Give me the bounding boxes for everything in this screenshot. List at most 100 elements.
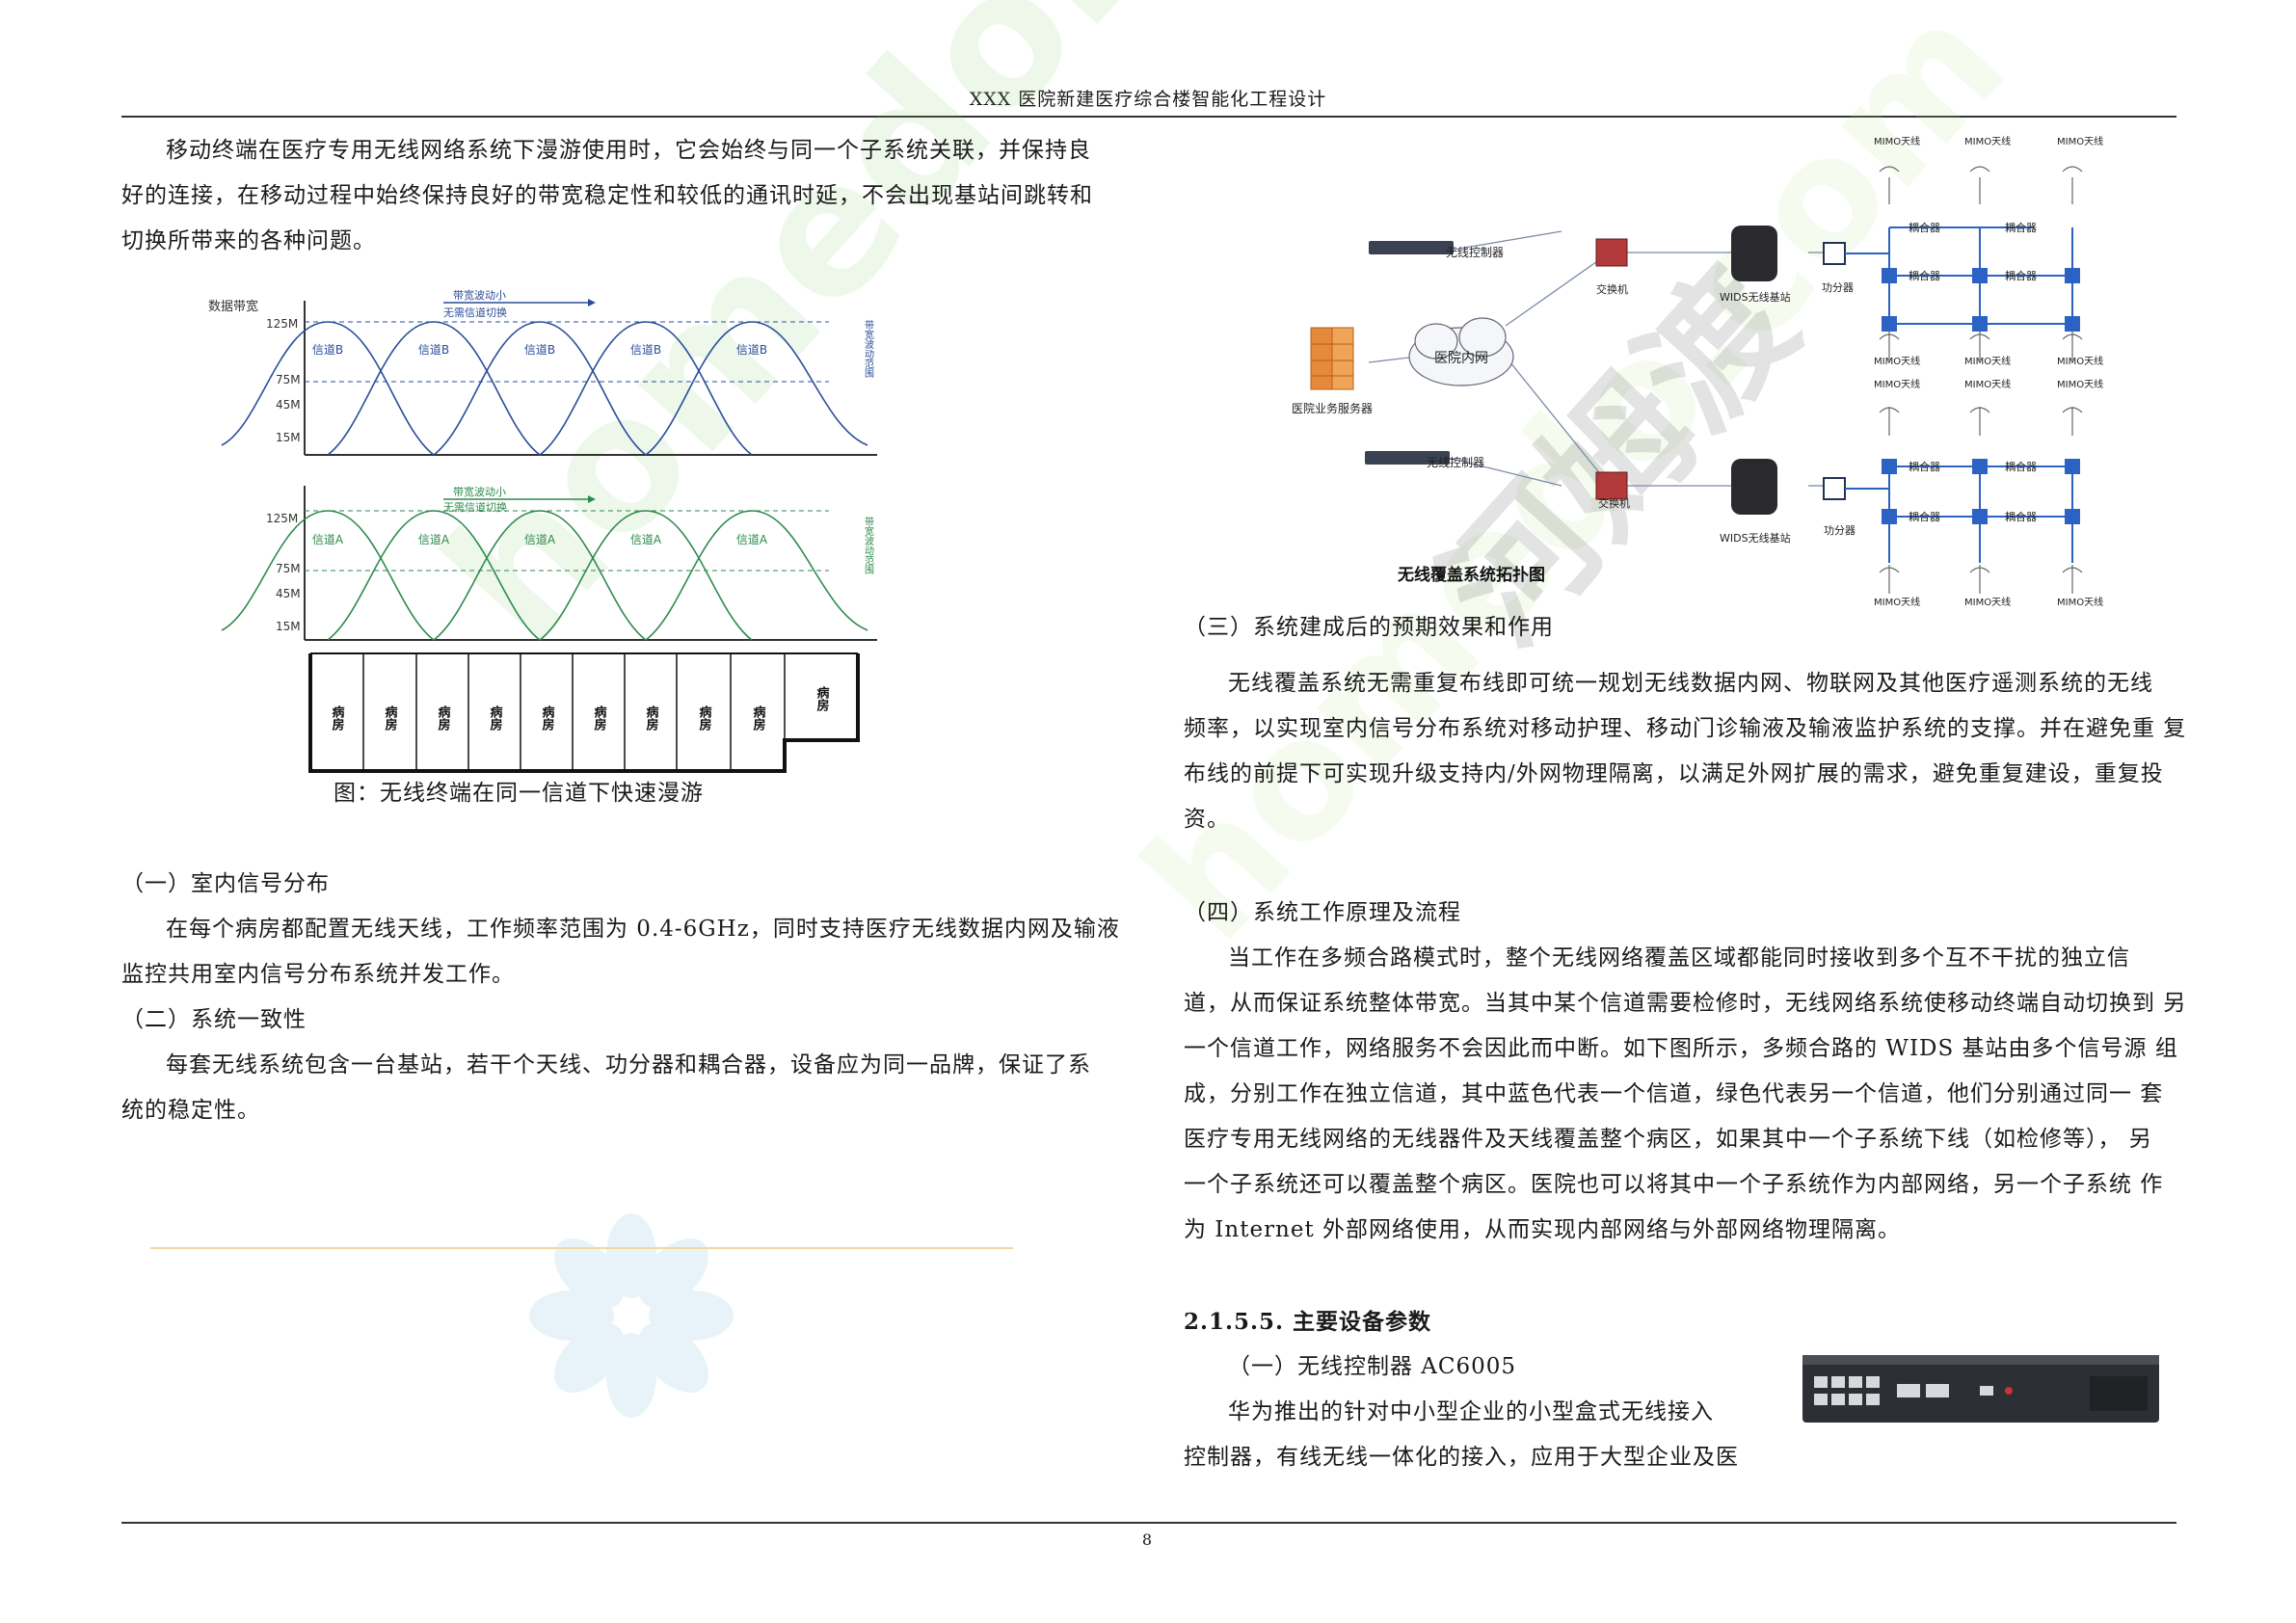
controller-label: 无线控制器 bbox=[1446, 246, 1504, 259]
topology-links bbox=[1368, 230, 1824, 487]
antenna-label: MIMO天线 bbox=[1964, 596, 2011, 608]
section-4-line-6: 一个子系统还可以覆盖整个病区。医院也可以将其中一个子系统作为内部网络，另一个子系… bbox=[1184, 1172, 2164, 1197]
coupler-label: 耦合器 bbox=[2005, 221, 2037, 234]
channel-a-curves bbox=[221, 510, 868, 641]
section-1-line-2: 监控共用室内信号分布系统并发工作。 bbox=[121, 962, 515, 987]
section-3-line-2: 频率，以实现室内信号分布系统对移动护理、移动门诊输液及输液监护系统的支撑。并在避… bbox=[1184, 716, 2187, 741]
switch-label: 交换机 bbox=[1598, 496, 1630, 510]
antenna-label: MIMO天线 bbox=[2057, 355, 2103, 367]
section-1-line-1: 在每个病房都配置无线天线，工作频率范围为 0.4-6GHz，同时支持医疗无线数据… bbox=[166, 917, 1120, 942]
watermark-flower-icon bbox=[529, 1213, 734, 1418]
antenna-label: MIMO天线 bbox=[1964, 135, 2011, 147]
antenna-label: MIMO天线 bbox=[1874, 596, 1920, 608]
antenna-label: MIMO天线 bbox=[2057, 378, 2103, 390]
tick-75m: 75M bbox=[276, 373, 301, 386]
top-note-switch-b: 无需信道切换 bbox=[443, 500, 507, 514]
top-note-bandwidth-b: 带宽波动小 bbox=[453, 485, 506, 498]
room-label: 病房 bbox=[644, 705, 659, 732]
section-3-title: （三）系统建成后的预期效果和作用 bbox=[1184, 615, 1554, 640]
ac6005-device-image bbox=[1802, 1355, 2159, 1423]
room-label: 病房 bbox=[488, 705, 503, 732]
section-5-heading: 2.1.5.5. 主要设备参数 bbox=[1184, 1309, 1432, 1335]
section-4-line-3: 一个信道工作，网络服务不会因此而中断。如下图所示，多频合路的 WIDS 基站由多… bbox=[1184, 1036, 2178, 1061]
section-4-line-2: 道，从而保证系统整体带宽。当其中某个信道需要检修时，无线网络系统使移动终端自动切… bbox=[1184, 991, 2187, 1016]
splitter-icon bbox=[1823, 477, 1846, 500]
room-label: 病房 bbox=[592, 705, 607, 732]
section-5-subtitle: （一）无线控制器 AC6005 bbox=[1228, 1354, 1517, 1379]
room-label: 病房 bbox=[697, 705, 712, 732]
intro-line-3: 切换所带来的各种问题。 bbox=[121, 228, 376, 253]
channel-b-label: 信道B bbox=[524, 343, 555, 357]
antenna-label: MIMO天线 bbox=[1964, 378, 2011, 390]
coupler-label: 耦合器 bbox=[1909, 460, 1940, 473]
antenna-icons bbox=[1879, 166, 2083, 594]
antenna-label: MIMO天线 bbox=[2057, 596, 2103, 608]
coupler-label: 耦合器 bbox=[1909, 269, 1940, 282]
controller-label: 无线控制器 bbox=[1427, 456, 1484, 469]
section-2-title: （二）系统一致性 bbox=[121, 1007, 307, 1032]
controller-device bbox=[1365, 451, 1450, 465]
topology-title: 无线覆盖系统拓扑图 bbox=[1397, 565, 1545, 585]
splitter-icon bbox=[1823, 242, 1846, 265]
intro-line-1: 移动终端在医疗专用无线网络系统下漫游使用时，它会始终与同一个子系统关联，并保持良 bbox=[166, 138, 1091, 163]
intranet-label: 医院内网 bbox=[1434, 351, 1488, 366]
topology-diagram: 无线控制器 医院内网 医院业务服务器 无线控制器 交换机 交换机 WIDS无线基… bbox=[1292, 135, 2103, 608]
antenna-label: MIMO天线 bbox=[1964, 355, 2011, 367]
coupler-label: 耦合器 bbox=[2005, 460, 2037, 473]
antenna-label: MIMO天线 bbox=[2057, 135, 2103, 147]
room-label: 病房 bbox=[436, 705, 451, 732]
section-5-line-2: 控制器，有线无线一体化的接入，应用于大型企业及医 bbox=[1184, 1445, 1739, 1470]
channel-b-label: 信道B bbox=[736, 343, 767, 357]
tick-75m-b: 75M bbox=[276, 562, 301, 575]
page-header: XXX 医院新建医疗综合楼智能化工程设计 bbox=[969, 89, 1327, 110]
figure-caption: 图：无线终端在同一信道下快速漫游 bbox=[334, 781, 704, 806]
channel-a-label: 信道A bbox=[312, 533, 344, 546]
switch-icon bbox=[1595, 238, 1628, 267]
base-station-icon bbox=[1731, 226, 1777, 281]
channel-b-label: 信道B bbox=[630, 343, 661, 357]
switch-label: 交换机 bbox=[1596, 282, 1628, 296]
channel-a-label: 信道A bbox=[524, 533, 556, 546]
decorative-rule bbox=[150, 1247, 1013, 1249]
splitter-label: 功分器 bbox=[1824, 524, 1855, 537]
section-4-title: （四）系统工作原理及流程 bbox=[1184, 900, 1461, 925]
section-4-line-7: 为 Internet 外部网络使用，从而实现内部网络与外部网络物理隔离。 bbox=[1184, 1217, 1902, 1242]
top-note-bandwidth: 带宽波动小 bbox=[453, 288, 506, 302]
intranet-cloud-icon bbox=[1408, 317, 1514, 386]
ward-floorplan bbox=[308, 652, 860, 773]
tick-15m-b: 15M bbox=[276, 620, 301, 633]
coupler-label: 耦合器 bbox=[1909, 221, 1940, 234]
section-1-title: （一）室内信号分布 bbox=[121, 871, 330, 896]
section-5-line-1: 华为推出的针对中小型企业的小型盒式无线接入 bbox=[1228, 1399, 1714, 1424]
section-4-line-1: 当工作在多频合路模式时，整个无线网络覆盖区域都能同时接收到多个互不干扰的独立信 bbox=[1228, 945, 2130, 971]
antenna-label: MIMO天线 bbox=[1874, 135, 1920, 147]
channel-a-label: 信道A bbox=[736, 533, 768, 546]
coupler-label: 耦合器 bbox=[2005, 510, 2037, 523]
coupler-label: 耦合器 bbox=[1909, 510, 1940, 523]
tick-125m-b: 125M bbox=[266, 512, 298, 525]
tick-15m: 15M bbox=[276, 431, 301, 444]
section-2-line-2: 统的稳定性。 bbox=[121, 1098, 260, 1123]
base-station-icon bbox=[1731, 459, 1777, 515]
side-note-range-b: 带宽波动范围 bbox=[863, 517, 874, 575]
room-label: 病房 bbox=[383, 705, 398, 732]
section-4-line-5: 医疗专用无线网络的无线器件及天线覆盖整个病区，如果其中一个子系统下线（如检修等）… bbox=[1184, 1127, 2152, 1152]
room-label: 病房 bbox=[540, 705, 555, 732]
side-note-range: 带宽波动范围 bbox=[863, 320, 874, 379]
section-3-line-4: 资。 bbox=[1184, 807, 1230, 832]
tick-45m: 45M bbox=[276, 398, 301, 412]
server-label: 医院业务服务器 bbox=[1292, 401, 1373, 415]
controller-device bbox=[1369, 241, 1454, 254]
room-label: 病房 bbox=[330, 705, 345, 732]
page-number: 8 bbox=[1141, 1530, 1153, 1549]
tick-45m-b: 45M bbox=[276, 587, 301, 600]
section-3-line-1: 无线覆盖系统无需重复布线即可统一规划无线数据内网、物联网及其他医疗遥测系统的无线 bbox=[1228, 671, 2153, 696]
room-label: 病房 bbox=[814, 685, 830, 712]
roaming-diagram: 数据带宽 125M 75M 45M 15M 信道B 信道B 信道B 信道B 信道… bbox=[208, 288, 877, 773]
footer-rule bbox=[121, 1522, 2176, 1524]
section-4-line-4: 成，分别工作在独立信道，其中蓝色代表一个信道，绿色代表另一个信道，他们分别通过同… bbox=[1184, 1081, 2164, 1106]
antenna-label: MIMO天线 bbox=[1874, 355, 1920, 367]
channel-b-curves bbox=[221, 321, 868, 456]
channel-a-label: 信道A bbox=[418, 533, 450, 546]
splitter-label: 功分器 bbox=[1822, 281, 1854, 294]
